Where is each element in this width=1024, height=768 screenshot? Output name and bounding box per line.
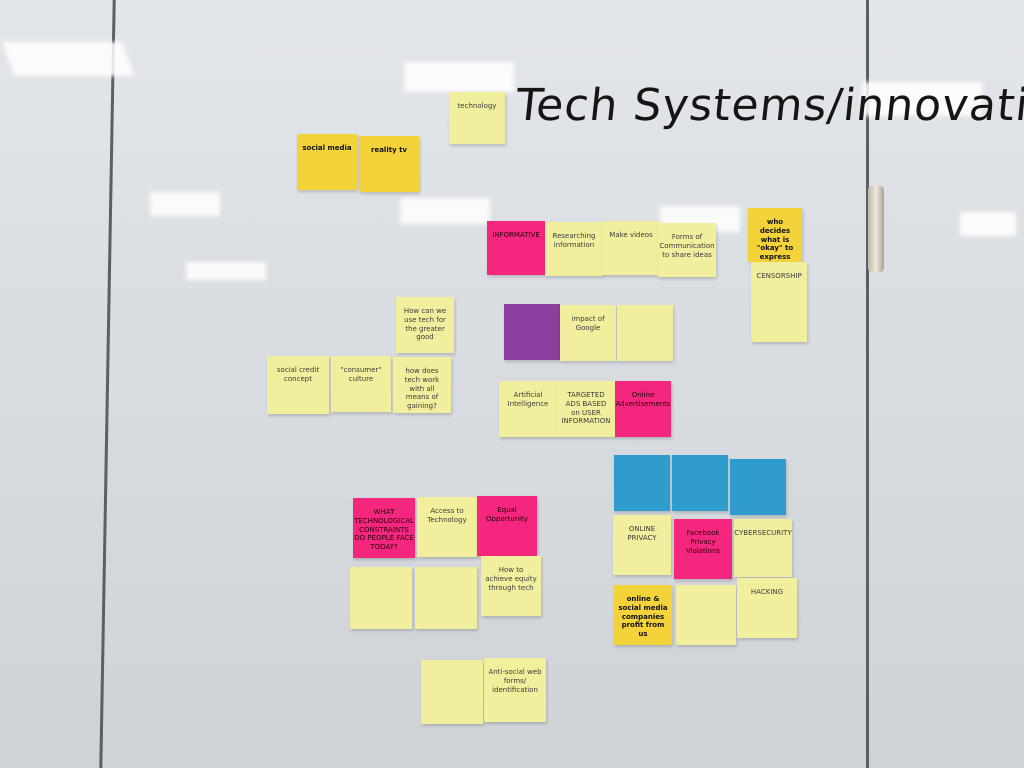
sticky-note-how-can-we-use-tech: How can we use tech for the greater good [396, 297, 454, 353]
sticky-note-blank-faint-5 [421, 660, 483, 724]
ceiling-light-reflection [862, 82, 982, 116]
sticky-note-blank-faint-3 [350, 567, 412, 629]
sticky-note-who-decides: who decides what is "okay" to express on… [748, 208, 802, 262]
sticky-note-social-media: social media [297, 134, 357, 190]
ceiling-light-reflection [1, 42, 135, 76]
sticky-note-online-advertisements: Online Advertisements [615, 381, 671, 437]
sticky-note-online-privacy: ONLINE PRIVACY [613, 515, 671, 575]
ceiling-light-reflection [960, 212, 1016, 236]
handwritten-title: Tech Systems/innovation [513, 80, 1024, 131]
door-hinge [868, 186, 884, 272]
whiteboard-seam-right [866, 0, 869, 768]
sticky-note-technology: technology [449, 92, 505, 144]
ceiling-light-reflection [186, 262, 266, 280]
sticky-note-purple-blank [504, 304, 560, 360]
sticky-note-researching-information: Researching information [545, 222, 603, 276]
sticky-note-hacking: HACKING [737, 578, 797, 638]
sticky-note-blue-3 [730, 459, 786, 515]
sticky-note-equal-opportunity: Equal Opportunity [477, 496, 537, 556]
sticky-note-artificial-intelligence: Artificial Intelligence [499, 381, 557, 437]
ceiling-light-reflection [150, 192, 220, 216]
sticky-note-online-social-media-profit: online & social media companies profit f… [614, 585, 672, 645]
sticky-note-blue-2 [672, 455, 728, 511]
sticky-note-consumer-culture: "consumer" culture [331, 356, 391, 412]
whiteboard-seam-left [99, 0, 116, 768]
sticky-note-what-tech-constraints: WHAT TECHNOLOGICAL CONSTRAINTS DO PEOPLE… [353, 498, 415, 558]
sticky-note-access-to-technology: Access to Technology [417, 497, 477, 557]
sticky-note-how-to-achieve-equity: How to achieve equity through tech [481, 556, 541, 616]
sticky-note-forms-of-communication: Forms of Communication to share ideas [658, 223, 716, 277]
ceiling-light-reflection [400, 198, 490, 224]
sticky-note-social-credit: social credit concept [267, 356, 329, 414]
sticky-note-facebook-privacy: Facebook Privacy Violations [674, 519, 732, 579]
sticky-note-targeted-ads: TARGETED ADS BASED on USER INFORMATION [557, 381, 615, 437]
sticky-note-blank-faint-4 [415, 567, 477, 629]
sticky-note-reality-tv: reality tv [359, 136, 419, 192]
sticky-note-censorship: CENSORSHIP [751, 262, 807, 342]
sticky-note-how-does-tech-work: how does tech work with all means of gai… [393, 357, 451, 413]
ceiling-light-reflection [404, 62, 514, 92]
sticky-note-impact-of-google: impact of Google [560, 305, 616, 361]
sticky-note-blank-faint-2 [676, 585, 736, 645]
sticky-note-blue-1 [614, 455, 670, 511]
sticky-note-blank-faint [617, 305, 673, 361]
sticky-note-informative: INFORMATIVE [487, 221, 545, 275]
sticky-note-make-videos: Make videos [602, 221, 660, 275]
sticky-note-anti-social-web: Anti-social web forms/ identification [484, 658, 546, 722]
sticky-note-cybersecurity: CYBERSECURITY [734, 519, 792, 577]
